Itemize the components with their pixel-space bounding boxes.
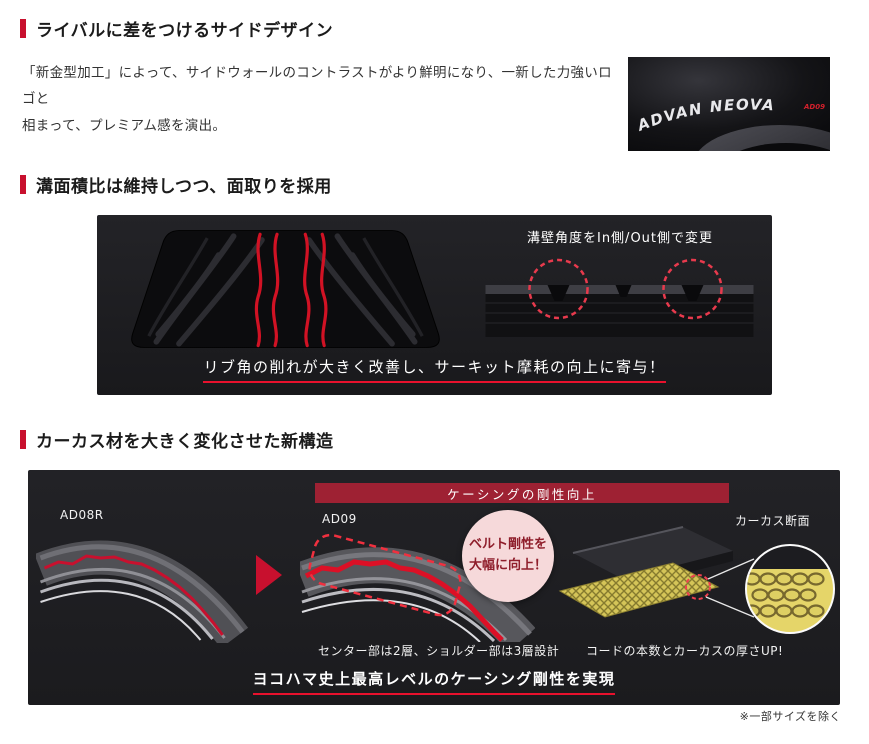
section-heading-text: ライバルに差をつけるサイドデザイン xyxy=(36,21,334,41)
section-heading-text: 溝面積比は維持しつつ、面取りを採用 xyxy=(36,177,332,197)
cords-note: コードの本数とカーカスの厚さUP! xyxy=(586,644,784,658)
out-side-highlight-circle xyxy=(662,258,723,320)
carcass-caption-row: ヨコハマ史上最高レベルのケーシング剛性を実現 xyxy=(28,668,840,695)
ad08r-label: AD08R xyxy=(60,508,104,522)
red-bar-icon xyxy=(20,175,26,194)
red-bar-icon xyxy=(20,430,26,449)
groove-caption-row: リブ角の削れが大きく改善し、サーキット摩耗の向上に寄与！ xyxy=(97,356,772,383)
groove-diagram-panel: 溝壁角度をIn側/Out側で変更 リブ角の削れが大きく改善し、サーキット摩耗の向… xyxy=(97,215,772,395)
size-footnote: ※一部サイズを除く xyxy=(739,710,841,723)
carcass-diagram-panel: ケーシングの剛性向上 AD08R AD09 カーカス断面 ベルト剛性を 大幅に向… xyxy=(28,470,840,705)
groove-cross-section-illustration xyxy=(485,258,754,337)
section-heading-text: カーカス材を大きく変化させた新構造 xyxy=(36,432,334,452)
belt-rigidity-bubble: ベルト剛性を 大幅に向上！ xyxy=(462,510,554,602)
reinforced-area-highlight xyxy=(308,533,462,617)
ad09-structure-illustration xyxy=(300,533,535,642)
mesh-focus-circle xyxy=(685,574,711,600)
section-heading-side-design: ライバルに差をつけるサイドデザイン xyxy=(20,16,333,41)
groove-angle-callout: 溝壁角度をIn側/Out側で変更 xyxy=(526,231,714,246)
carcass-belt-illustration xyxy=(558,526,835,634)
section-heading-groove: 溝面積比は維持しつつ、面取りを採用 xyxy=(20,172,332,197)
carcass-section-label: カーカス断面 xyxy=(735,514,811,528)
in-side-highlight-circle xyxy=(528,258,589,320)
ad09-label: AD09 xyxy=(322,512,357,526)
side-design-body-text: 「新金型加工」によって、サイドウォールのコントラストがより鮮明になり、一新した力… xyxy=(22,65,612,134)
layers-note: センター部は2層、ショルダー部は3層設計 xyxy=(318,644,560,658)
ad09-logo: AD09 xyxy=(803,103,825,111)
carcass-caption: ヨコハマ史上最高レベルのケーシング剛性を実現 xyxy=(252,668,616,695)
arrow-right-icon xyxy=(256,555,282,595)
red-bar-icon xyxy=(20,19,26,38)
casing-rigidity-banner: ケーシングの剛性向上 xyxy=(315,483,729,503)
section-heading-carcass: カーカス材を大きく変化させた新構造 xyxy=(20,427,334,452)
tire-tread-illustration xyxy=(131,230,440,348)
tire-sidewall-photo: ADVAN NEOVA AD09 xyxy=(628,57,830,151)
ad08r-structure-illustration xyxy=(36,540,249,643)
groove-caption: リブ角の削れが大きく改善し、サーキット摩耗の向上に寄与！ xyxy=(203,356,666,383)
ad09-belt-line xyxy=(304,559,504,642)
ad08r-belt-line xyxy=(43,554,224,636)
